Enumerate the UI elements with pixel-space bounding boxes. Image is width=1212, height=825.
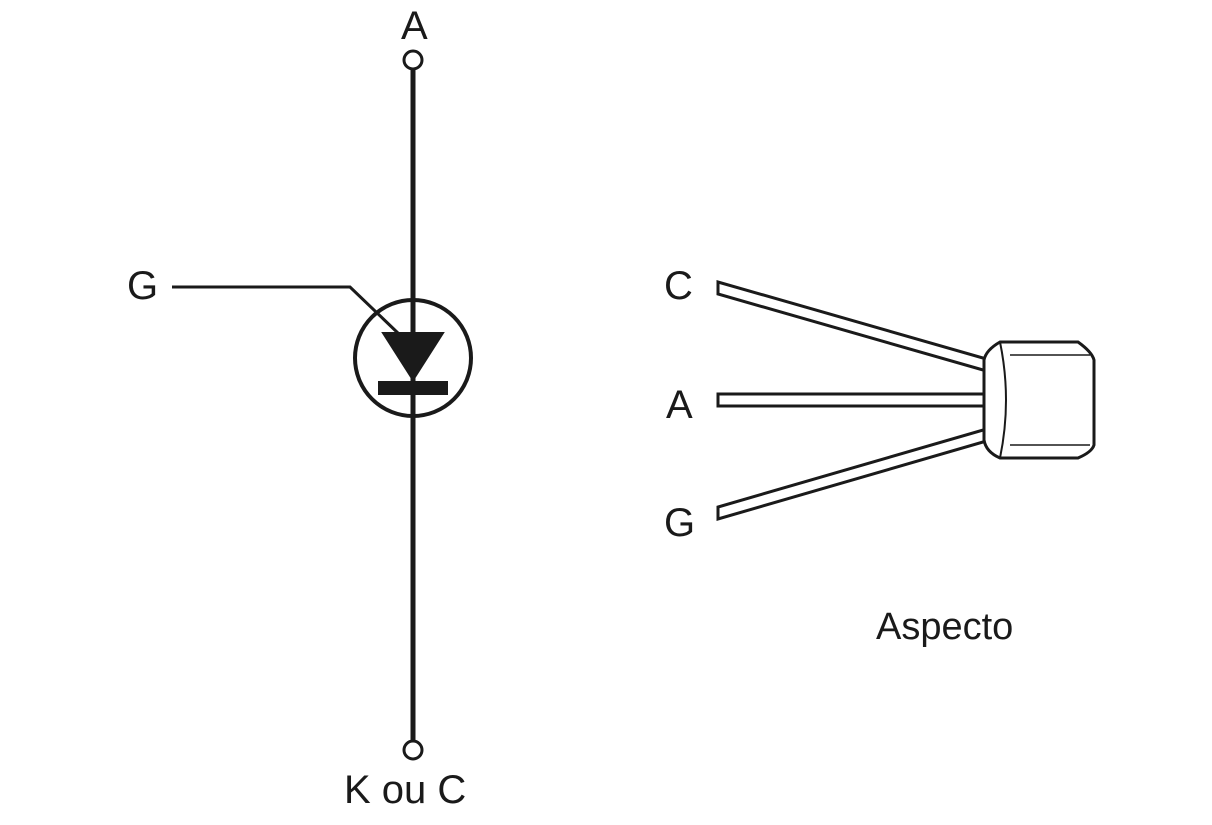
scr-package xyxy=(716,280,1096,521)
gate-lead xyxy=(172,285,402,337)
gate-label: G xyxy=(127,264,159,308)
anode-label: A xyxy=(401,4,428,48)
package-cathode-lead-label: C xyxy=(664,264,693,308)
scr-symbol xyxy=(172,49,473,761)
lead-cathode xyxy=(716,280,992,374)
lead-anode xyxy=(716,392,995,408)
package-anode-lead-label: A xyxy=(666,383,693,427)
lead-gate xyxy=(716,426,992,521)
diode-cathode-bar xyxy=(378,381,448,395)
package-caption: Aspecto xyxy=(876,606,1014,648)
diode-triangle xyxy=(381,332,445,382)
symbol-envelope-circle xyxy=(353,298,473,418)
cathode-label: K ou C xyxy=(344,768,467,812)
cathode-terminal xyxy=(402,739,424,761)
anode-terminal xyxy=(402,49,424,71)
package-gate-lead-label: G xyxy=(664,501,696,545)
package-face xyxy=(999,341,1007,459)
package-body xyxy=(982,340,1096,460)
